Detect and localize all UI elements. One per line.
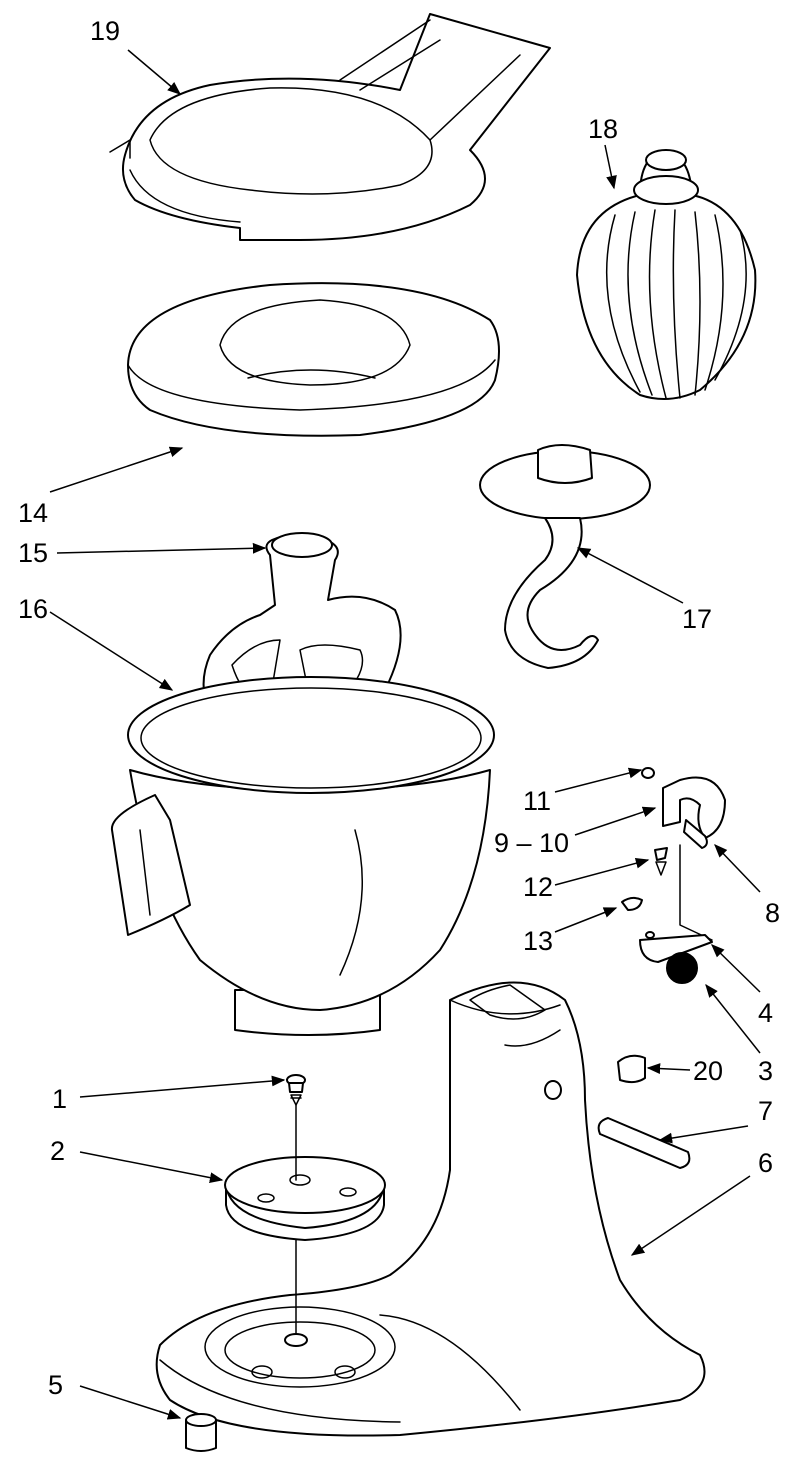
callout-1: 1 [52,1084,67,1114]
callout-11: 11 [523,786,551,816]
callout-2: 2 [50,1136,65,1166]
callout-14: 14 [18,498,48,528]
callout-18: 18 [588,114,618,144]
callout-9-10: 9 – 10 [494,828,569,858]
callout-13: 13 [523,926,553,956]
pouring-shield [109,13,551,241]
lock-lever-assembly [621,767,726,984]
callout-15: 15 [18,538,48,568]
leader-lines [49,49,761,1420]
clamping-plate [224,1156,386,1241]
callout-7: 7 [758,1096,773,1126]
trim-cover [617,1054,646,1084]
callout-5: 5 [48,1370,63,1400]
bowl-ring [127,282,500,437]
mixer-stand [155,981,706,1437]
callout-17: 17 [682,604,712,634]
callout-8: 8 [765,898,780,928]
screw [286,1074,306,1106]
rubber-foot [185,1413,217,1452]
callout-3: 3 [758,1056,773,1086]
wire-whip [576,149,757,400]
callout-20: 20 [693,1056,723,1086]
callout-16: 16 [18,594,48,624]
callout-labels: 19 18 14 15 16 17 11 9 – 10 12 8 13 4 3 … [18,16,780,1400]
hinge-pin [544,1080,691,1169]
callout-12: 12 [523,872,553,902]
mixing-bowl [110,676,495,1036]
callout-19: 19 [90,16,120,46]
dough-hook [479,444,651,669]
callout-6: 6 [758,1148,773,1178]
callout-4: 4 [758,998,773,1028]
